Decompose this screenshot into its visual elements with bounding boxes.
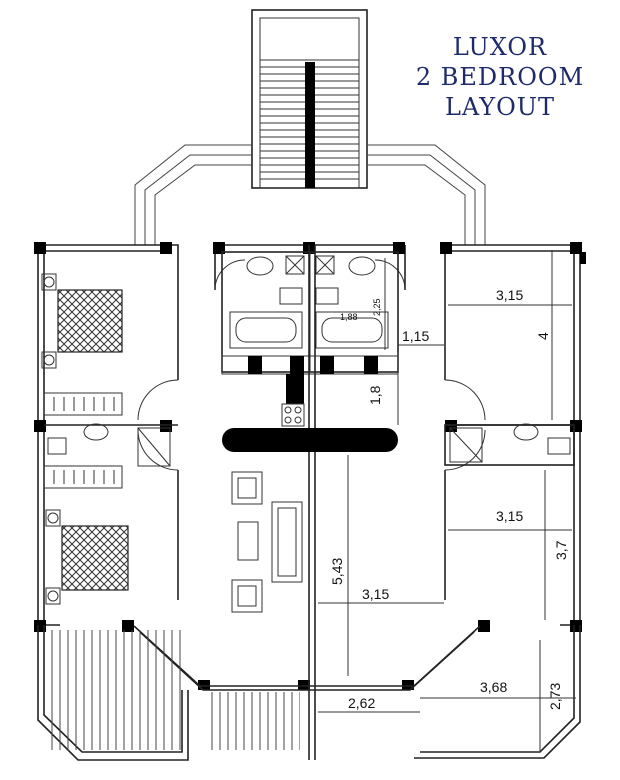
columns bbox=[34, 242, 586, 690]
washbasin-ensuite-right bbox=[513, 423, 539, 441]
bedroom-bottom-left bbox=[45, 509, 129, 605]
bathtub-right bbox=[315, 311, 389, 349]
armchair-top bbox=[231, 471, 263, 505]
center-partition bbox=[222, 245, 398, 760]
toilet-left bbox=[279, 287, 303, 305]
dim-3-7: 3,7 bbox=[553, 540, 569, 560]
bedroom-top-left bbox=[41, 273, 123, 416]
washbasin-left bbox=[246, 256, 274, 276]
armchair-bottom bbox=[231, 579, 263, 613]
bathtub-left bbox=[229, 311, 303, 349]
sofa bbox=[271, 501, 303, 583]
washbasin-ensuite-left bbox=[83, 423, 109, 441]
dim-3-68: 3,68 bbox=[480, 679, 507, 695]
left-ensuite bbox=[43, 423, 171, 489]
bed-bottom-left bbox=[61, 525, 129, 591]
bed-top-left bbox=[57, 289, 123, 353]
title-line-2: 2 BEDROOM bbox=[415, 63, 585, 91]
dim-3-15-top: 3,15 bbox=[496, 287, 523, 303]
dim-1-8: 1,8 bbox=[367, 385, 383, 405]
shower-right bbox=[449, 427, 483, 463]
stair-core bbox=[305, 62, 315, 188]
toilet-right bbox=[315, 287, 339, 305]
left-terrace-deck bbox=[46, 630, 182, 750]
right-ensuite bbox=[444, 423, 575, 466]
dim-5-43: 5,43 bbox=[329, 558, 345, 585]
cooktop bbox=[281, 403, 305, 427]
center-terrace-deck bbox=[210, 692, 300, 750]
shower-left bbox=[137, 427, 171, 467]
living-room-furniture bbox=[231, 471, 303, 613]
dim-1-15: 1,15 bbox=[402, 328, 429, 344]
dim-2-73: 2,73 bbox=[547, 683, 563, 710]
dim-1-88: 1,88 bbox=[340, 312, 358, 322]
central-bathrooms bbox=[221, 251, 399, 373]
lower-walls bbox=[37, 625, 581, 761]
staircase bbox=[251, 9, 368, 189]
wardrobe-top-left bbox=[43, 392, 123, 416]
title-line-1: LUXOR bbox=[452, 33, 548, 61]
wardrobe-bottom-left bbox=[43, 465, 123, 489]
dim-2-25: 2,25 bbox=[372, 298, 382, 316]
upper-roof-outline bbox=[134, 144, 486, 245]
dimension-labels: 3,15 4 1,15 1,88 2,25 1,8 3,15 3,7 5,43 … bbox=[329, 287, 569, 711]
dim-3-15-mid: 3,15 bbox=[496, 508, 523, 524]
title-line-3: LAYOUT bbox=[444, 93, 556, 121]
kitchen-island bbox=[222, 428, 398, 452]
dimension-lines bbox=[318, 250, 576, 752]
dim-2-62: 2,62 bbox=[348, 695, 375, 711]
dim-4: 4 bbox=[535, 332, 551, 340]
washbasin-right bbox=[348, 256, 376, 276]
plan-title: LUXOR 2 BEDROOM LAYOUT bbox=[400, 32, 600, 122]
dim-3-15-center: 3,15 bbox=[362, 586, 389, 602]
coffee-table bbox=[237, 521, 259, 561]
